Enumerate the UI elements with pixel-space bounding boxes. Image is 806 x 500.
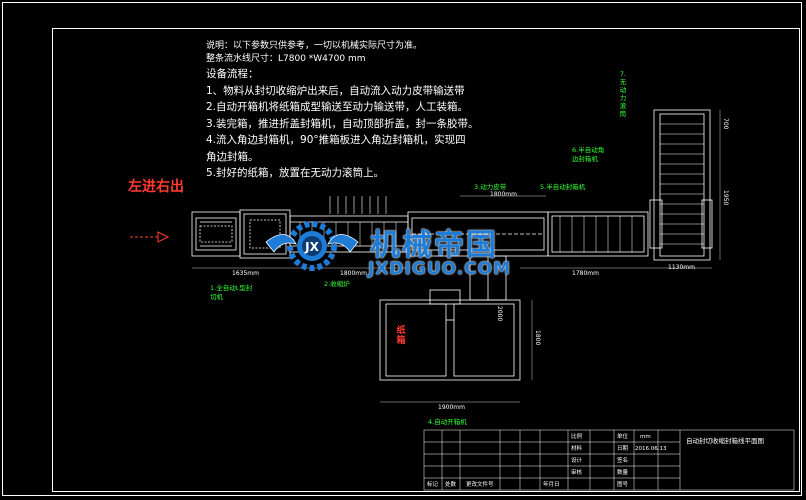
tb-scale: 比例 <box>571 434 583 440</box>
note-line-1: 说明：以下参数只供参考，一切以机械实际尺寸为准。 <box>206 41 423 51</box>
notes-block: 说明：以下参数只供参考，一切以机械实际尺寸为准。 整条流水线尺寸：L7800 *… <box>206 40 526 182</box>
tb-ymd: 年月日 <box>543 482 560 488</box>
label-carton-red: 纸箱 <box>396 326 406 346</box>
dim-roller-width: 1130mm <box>668 264 695 271</box>
dim-l-sealer: 1635mm <box>232 270 259 277</box>
logo-chinese-text: 机械帝国 <box>370 228 498 263</box>
tb-qty: 数量 <box>617 470 629 476</box>
flow-in-arrow-icon <box>130 231 170 243</box>
tb-design: 设计 <box>571 458 583 464</box>
gear-icon <box>287 221 337 271</box>
note-step-2: 2.自动开箱机将纸箱成型输送至动力输送带，人工装箱。 <box>206 101 469 113</box>
label-carton-sealer: 5.半自动封箱机 <box>540 183 586 191</box>
tb-date: 2016.06.13 <box>635 446 667 452</box>
note-step-6: 5.封好的纸箱，放置在无动力滚筒上。 <box>206 167 385 179</box>
tb-sign: 签名 <box>617 458 629 464</box>
label-roller-conveyor: 7.无动力滚筒 <box>619 70 627 118</box>
corner-sealer-machine <box>547 211 649 257</box>
label-l-sealer-2: 切机 <box>210 293 223 301</box>
logo-english-text: JXDIGUO.COM <box>368 259 512 279</box>
label-corner-sealer-2: 边封箱机 <box>572 155 598 163</box>
note-line-2: 整条流水线尺寸：L7800 *W4700 mm <box>206 54 366 64</box>
tb-material: 材料 <box>571 446 583 452</box>
note-step-5: 角边封箱。 <box>206 150 259 163</box>
carton-erector-machine <box>379 299 521 381</box>
logo-emblem-text: JX <box>304 240 319 254</box>
dim-corner: 1780mm <box>572 270 599 277</box>
label-corner-sealer: 6.半自动角 <box>572 146 605 154</box>
tb-count: 处数 <box>445 482 457 488</box>
label-power-belt: 3.动力皮带 <box>474 183 507 191</box>
tb-review: 审核 <box>571 470 583 476</box>
dim-erector-height: 2000 <box>496 306 503 322</box>
note-step-1: 1、物料从封切收缩炉出来后，自动流入动力皮带输送带 <box>206 84 465 97</box>
label-shrink-tunnel: 2.收缩炉 <box>324 280 350 288</box>
drawing-inner-frame <box>52 28 800 492</box>
label-carton-erector: 4.自动开箱机 <box>428 418 467 426</box>
roller-conveyor <box>653 109 711 261</box>
tb-date-label: 日期 <box>617 446 629 452</box>
tb-unit-value: mm <box>640 434 651 440</box>
l-sealer-machine <box>191 211 241 257</box>
tb-mark: 标记 <box>427 482 439 488</box>
note-step-4: 4.流入角边封箱机，90°推箱板进入角边封箱机，实现四 <box>206 134 466 146</box>
dim-belt: 1800mm <box>490 191 517 198</box>
tb-unit: 单位 <box>617 434 629 440</box>
dim-erector-depth: 1800 <box>534 330 541 346</box>
tb-change-doc: 更改文件号 <box>466 482 494 488</box>
note-heading: 设备流程： <box>206 68 259 80</box>
dim-roller-top: 700 <box>722 118 729 130</box>
jxdiguo-logo: JX <box>265 221 359 271</box>
flow-direction-title: 左进右出 <box>128 179 184 195</box>
tb-drawing-no: 图号 <box>617 482 629 488</box>
note-step-3: 3.装完箱，推进折盖封箱机，自动顶部折盖，封一条胶带。 <box>206 117 479 130</box>
title-block <box>423 429 795 491</box>
drawing-title: 自动封切收缩封箱线平面图 <box>686 437 764 445</box>
dim-erector-width: 1900mm <box>438 404 465 411</box>
label-l-sealer: 1.全自动L型封 <box>210 284 253 292</box>
dim-shrink: 1800mm <box>340 270 367 277</box>
dim-roller-length: 1950 <box>722 190 729 206</box>
